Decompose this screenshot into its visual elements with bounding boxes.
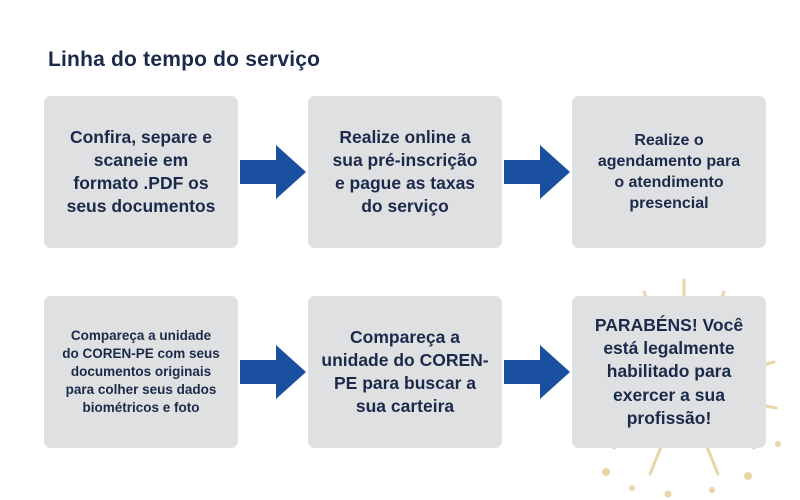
step-box-2-2[interactable]: Compareça a unidade do COREN- PE para bu…	[308, 296, 502, 448]
page-title: Linha do tempo do serviço	[48, 48, 321, 71]
step-box-1-3[interactable]: Realize o agendamento para o atendimento…	[572, 96, 766, 248]
step-label: Compareça a unidade do COREN-PE com seus…	[62, 328, 220, 415]
flow-row-1: Confira, separe e scaneie em formato .PD…	[44, 96, 766, 248]
arrow-right-icon	[238, 343, 308, 401]
step-label: Realize online a sua pré-inscrição e pag…	[332, 126, 478, 217]
step-label: Realize o agendamento para o atendimento…	[597, 131, 741, 213]
step-box-1-2[interactable]: Realize online a sua pré-inscrição e pag…	[308, 96, 502, 248]
step-label: PARABÉNS! Você está legalmente habilitad…	[594, 315, 744, 428]
step-box-1-1[interactable]: Confira, separe e scaneie em formato .PD…	[44, 96, 238, 248]
step-box-2-1[interactable]: Compareça a unidade do COREN-PE com seus…	[44, 296, 238, 448]
flow-row-2: Compareça a unidade do COREN-PE com seus…	[44, 296, 766, 448]
arrow-right-icon	[502, 343, 572, 401]
step-label: Confira, separe e scaneie em formato .PD…	[66, 126, 216, 217]
step-box-2-3[interactable]: PARABÉNS! Você está legalmente habilitad…	[572, 296, 766, 448]
arrow-right-icon	[502, 143, 572, 201]
step-label: Compareça a unidade do COREN- PE para bu…	[321, 326, 489, 417]
arrow-right-icon	[238, 143, 308, 201]
